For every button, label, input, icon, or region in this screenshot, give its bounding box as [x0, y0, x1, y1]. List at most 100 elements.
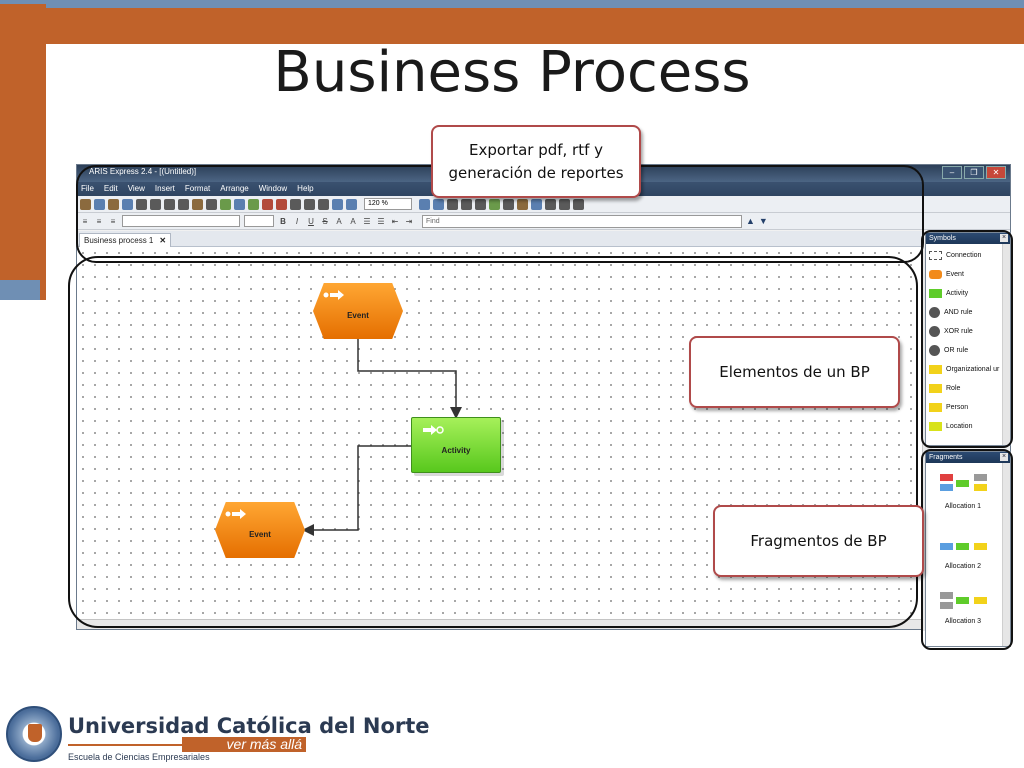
align-center-icon[interactable]: ≡: [96, 216, 102, 226]
fragment-allocation-3[interactable]: Allocation 3: [926, 586, 1000, 641]
print-icon[interactable]: [150, 198, 161, 210]
allocation-3-graphic: [926, 586, 1000, 618]
italic-icon[interactable]: I: [295, 216, 299, 226]
find-down-icon[interactable]: ▼: [758, 216, 768, 226]
font-size-select[interactable]: [244, 215, 274, 227]
connection-event-activity[interactable]: [357, 339, 462, 419]
indent-icon[interactable]: ⇥: [405, 216, 413, 226]
close-button[interactable]: ✕: [986, 166, 1006, 179]
menu-arrange[interactable]: Arrange: [220, 184, 249, 193]
sort-icon[interactable]: [489, 198, 500, 210]
underline-icon[interactable]: U: [308, 216, 314, 226]
export-callout: Exportar pdf, rtf y generación de report…: [431, 125, 641, 198]
zoom-select[interactable]: 120 %: [364, 198, 412, 210]
copy-icon[interactable]: [178, 198, 189, 210]
menu-format[interactable]: Format: [184, 184, 211, 193]
tagline-bar: [68, 744, 182, 746]
symbol-and-rule[interactable]: AND rule: [926, 303, 1000, 322]
report-icon[interactable]: [276, 198, 287, 210]
home-icon[interactable]: [80, 198, 91, 210]
font-color-icon[interactable]: A: [336, 216, 342, 226]
symbols-scrollbar[interactable]: [1002, 244, 1010, 445]
minimize-button[interactable]: –: [942, 166, 962, 179]
event-node-top[interactable]: Event: [313, 283, 403, 339]
zoom-out-icon[interactable]: [433, 198, 444, 210]
symbol-organizational-unit[interactable]: Organizational ur: [926, 360, 1000, 379]
horizontal-scrollbar[interactable]: [77, 619, 922, 629]
image-icon[interactable]: [531, 198, 542, 210]
layout-icon[interactable]: [475, 198, 486, 210]
tab-close-icon[interactable]: ✕: [159, 236, 167, 245]
menu-insert[interactable]: Insert: [154, 184, 175, 193]
maximize-button[interactable]: ❐: [964, 166, 984, 179]
menu-view[interactable]: View: [127, 184, 145, 193]
info-icon[interactable]: [234, 198, 245, 210]
delete-icon[interactable]: [206, 198, 217, 210]
symbols-highlight: [921, 230, 1013, 448]
text-style-icon[interactable]: A: [350, 216, 356, 226]
symbol-location[interactable]: Location: [926, 417, 1000, 436]
connection-activity-event[interactable]: [302, 445, 411, 536]
group-icon[interactable]: [573, 198, 584, 210]
line-style-icon[interactable]: [559, 198, 570, 210]
menu-window[interactable]: Window: [258, 184, 288, 193]
fragments-panel: Fragments × Allocation 1 Allocation 2: [925, 451, 1011, 647]
symbol-label: Connection: [946, 252, 982, 259]
symbol-role[interactable]: Role: [926, 379, 1000, 398]
grid-icon[interactable]: [447, 198, 458, 210]
menu-help[interactable]: Help: [297, 184, 314, 193]
font-family-select[interactable]: [122, 215, 240, 227]
tab-business-process-1[interactable]: Business process 1 ✕: [79, 233, 172, 247]
zoom-in-icon[interactable]: [419, 198, 430, 210]
allocation-2-graphic: [926, 531, 1000, 563]
preview-icon[interactable]: [136, 198, 147, 210]
forward-icon[interactable]: [346, 198, 357, 210]
symbol-connection[interactable]: Connection: [926, 246, 1000, 265]
redo-icon[interactable]: [318, 198, 329, 210]
strikethrough-icon[interactable]: S: [322, 216, 328, 226]
find-input[interactable]: Find: [422, 214, 742, 228]
format-painter-icon[interactable]: [220, 198, 231, 210]
align-left-icon[interactable]: ≡: [82, 216, 88, 226]
menu-file[interactable]: File: [81, 184, 94, 193]
menu-edit[interactable]: Edit: [103, 184, 118, 193]
new-icon[interactable]: [94, 198, 105, 210]
numbered-list-icon[interactable]: ☰: [363, 216, 371, 226]
cut-icon[interactable]: [164, 198, 175, 210]
save-icon[interactable]: [122, 198, 133, 210]
report-options-icon[interactable]: [290, 198, 301, 210]
fragments-callout: Fragmentos de BP: [713, 505, 924, 577]
school-name: Escuela de Ciencias Empresariales: [68, 752, 210, 762]
align-icon[interactable]: [461, 198, 472, 210]
symbol-event[interactable]: Event: [926, 265, 1000, 284]
symbol-or-rule[interactable]: OR rule: [926, 341, 1000, 360]
fill-color-icon[interactable]: [517, 198, 528, 210]
fragment-allocation-2[interactable]: Allocation 2: [926, 531, 1000, 586]
chart-icon[interactable]: [503, 198, 514, 210]
event-node-bottom[interactable]: Event: [215, 502, 305, 558]
header-band: [0, 4, 1024, 44]
symbols-panel: Symbols × Connection Event Activity AND …: [925, 232, 1011, 446]
fragment-allocation-1[interactable]: Allocation 1: [926, 471, 1000, 531]
export-rtf-icon[interactable]: [262, 198, 273, 210]
align-right-icon[interactable]: ≡: [110, 216, 116, 226]
outdent-icon[interactable]: ⇤: [391, 216, 399, 226]
bold-icon[interactable]: B: [280, 216, 286, 226]
bullet-list-icon[interactable]: ☰: [377, 216, 385, 226]
open-icon[interactable]: [108, 198, 119, 210]
back-icon[interactable]: [332, 198, 343, 210]
or-rule-icon: [929, 345, 940, 356]
symbol-label: Organizational ur: [946, 366, 1000, 373]
event-node-label: Event: [249, 530, 271, 539]
symbol-person[interactable]: Person: [926, 398, 1000, 417]
paste-icon[interactable]: [192, 198, 203, 210]
activity-node[interactable]: Activity: [411, 417, 501, 473]
symbol-activity[interactable]: Activity: [926, 284, 1000, 303]
style-icon[interactable]: [545, 198, 556, 210]
event-arrow-icon: [225, 509, 246, 519]
fragments-scrollbar[interactable]: [1002, 463, 1010, 646]
export-pdf-icon[interactable]: [248, 198, 259, 210]
symbol-xor-rule[interactable]: XOR rule: [926, 322, 1000, 341]
find-up-icon[interactable]: ▲: [746, 216, 755, 226]
undo-icon[interactable]: [304, 198, 315, 210]
